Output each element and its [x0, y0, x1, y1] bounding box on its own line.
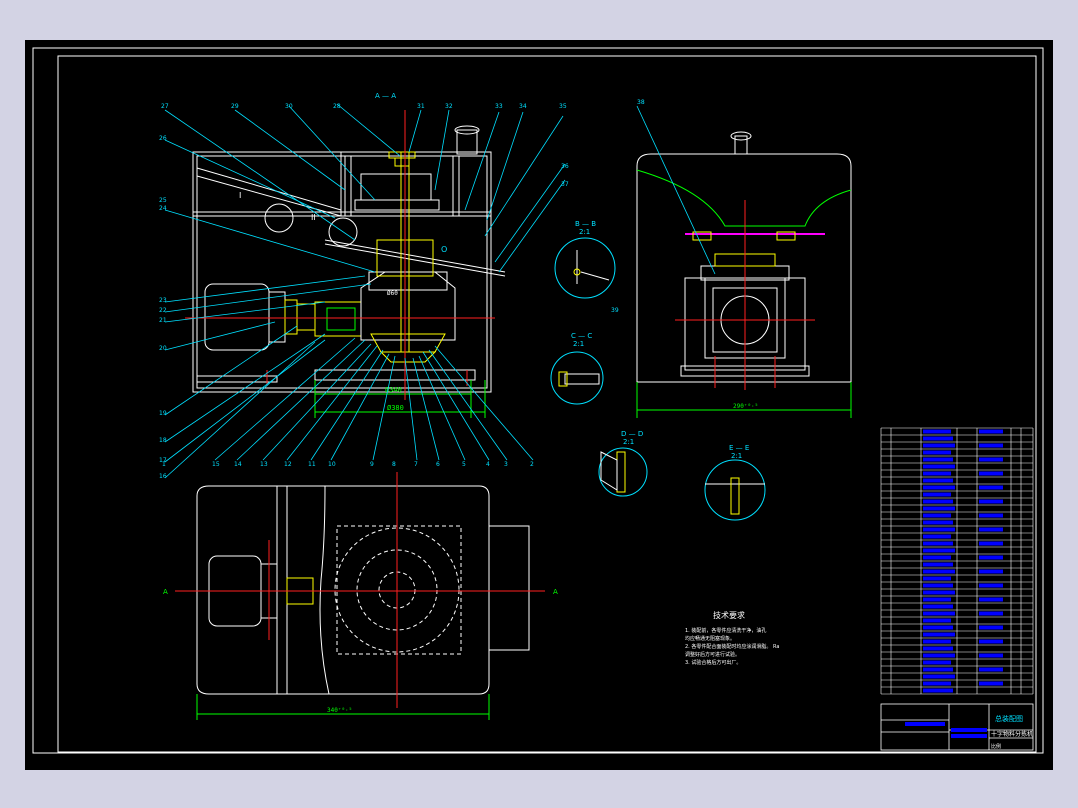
cut-marker-right: A: [553, 588, 558, 596]
balloon-top-34: 34: [519, 103, 527, 110]
marker-II: II: [311, 213, 316, 222]
balloon-bottom-15: 15: [212, 461, 220, 468]
balloon-right-38: 38: [637, 99, 645, 106]
section-cc-title: C — C: [571, 332, 592, 340]
balloon-bottom-13: 13: [260, 461, 268, 468]
cut-marker-left: A: [163, 588, 168, 596]
drawing-viewport[interactable]: A — A: [25, 40, 1053, 770]
balloon-left-22: 22: [159, 307, 167, 314]
cad-drawing: A — A: [32, 47, 1044, 754]
dim-340: Ø340: [385, 386, 402, 394]
front-center-lines: [185, 110, 495, 400]
balloon-top-28: 28: [333, 103, 341, 110]
detail-views: B — B 2:1 C — C 2:1 D — D 2:1 E — E 2:1: [550, 220, 766, 521]
balloon-bottom-14: 14: [234, 461, 242, 468]
balloon-left-17: 17: [159, 457, 167, 464]
front-leaders: [164, 103, 566, 479]
balloon-top-30: 30: [285, 103, 293, 110]
inner-frame: [57, 55, 1037, 753]
dim-side-width: 290⁺⁰·⁵: [733, 403, 758, 410]
balloon-bottom-1: 1: [162, 461, 166, 468]
side-center-lines: [675, 200, 815, 390]
balloon-top-32: 32: [445, 103, 453, 110]
dim-380: Ø380: [387, 404, 404, 412]
balloon-left-24: 24: [159, 205, 167, 212]
section-bb-scale: 2:1: [579, 228, 590, 236]
balloon-top-29: 29: [231, 103, 239, 110]
balloon-bottom-9: 9: [370, 461, 374, 468]
balloon-left-23: 23: [159, 297, 167, 304]
plan-center-lines: [175, 472, 545, 708]
notes-title: 技术要求: [713, 610, 745, 620]
marker-I: I: [239, 191, 241, 200]
title-block-scale-label: 比例: [991, 743, 1001, 750]
note-line-5: 3. 试验合格后方可出厂。: [685, 659, 741, 666]
title-block: 总装配图 十字物料分拣机 比例: [880, 703, 1034, 751]
outer-frame: [32, 47, 1044, 754]
section-cc-scale: 2:1: [573, 340, 584, 348]
section-aa-title: A — A: [375, 92, 396, 100]
title-block-name: 总装配图: [995, 714, 1023, 723]
balloon-left-25: 25: [159, 197, 167, 204]
section-dd-title: D — D: [621, 430, 643, 438]
balloon-bottom-8: 8: [392, 461, 396, 468]
balloon-left-19: 19: [159, 410, 167, 417]
balloon-left-20: 20: [159, 345, 167, 352]
dim-plan-width: 340⁺⁰·⁵: [327, 707, 352, 714]
title-block-product: 十字物料分拣机: [991, 730, 1033, 738]
section-ee-scale: 2:1: [731, 452, 742, 460]
note-line-2: 均应畅通无阻塞现象。: [685, 635, 735, 642]
plan-view: 340⁺⁰·⁵ A A: [163, 485, 558, 720]
section-bb-title: B — B: [575, 220, 596, 228]
parts-list: [880, 427, 1034, 695]
balloon-left-18: 18: [159, 437, 167, 444]
balloon-bottom-10: 10: [328, 461, 336, 468]
note-line-4: 调整好后方可进行试验。: [685, 651, 740, 658]
section-ee-title: E — E: [729, 444, 749, 452]
balloon-bottom-7: 7: [414, 461, 418, 468]
note-line-3: 2. 各零件配合面装配时均应涂润滑脂。 Ra: [685, 643, 779, 650]
balloon-top-31: 31: [417, 103, 425, 110]
balloon-left-16: 16: [159, 473, 167, 480]
technical-notes: 技术要求 1. 装配前，各零件应清洗干净，油孔 均应畅通无阻塞现象。 2. 各零…: [685, 610, 779, 666]
balloon-bottom-12: 12: [284, 461, 292, 468]
balloon-top-35: 35: [559, 103, 567, 110]
balloon-left-26: 26: [159, 135, 167, 142]
balloon-top-33: 33: [495, 103, 503, 110]
marker-O: O: [441, 245, 447, 254]
balloon-bottom-6: 6: [436, 461, 440, 468]
balloon-right-36: 36: [561, 163, 569, 170]
balloon-bottom-3: 3: [504, 461, 508, 468]
balloon-left-21: 21: [159, 317, 167, 324]
balloon-right-39: 39: [611, 307, 619, 314]
balloon-bottom-11: 11: [308, 461, 316, 468]
front-section-view: A — A: [192, 92, 506, 418]
note-line-1: 1. 装配前，各零件应清洗干净，油孔: [685, 627, 766, 634]
balloon-bottom-5: 5: [462, 461, 466, 468]
section-dd-scale: 2:1: [623, 438, 634, 446]
balloon-bottom-2: 2: [530, 461, 534, 468]
balloon-right-37: 37: [561, 181, 569, 188]
side-leader: [636, 105, 716, 275]
balloon-bottom-4: 4: [486, 461, 490, 468]
dim-60: Ø60: [387, 290, 398, 297]
balloon-top-27: 27: [161, 103, 169, 110]
